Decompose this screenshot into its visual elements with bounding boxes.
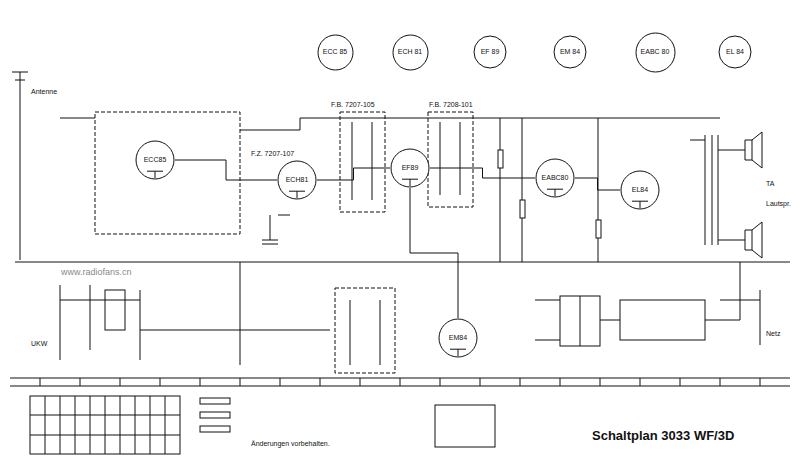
- wire: [60, 285, 140, 360]
- antenna-symbol: [12, 72, 28, 95]
- tube-envelope: [474, 36, 506, 68]
- tube-type: EF 89: [480, 48, 501, 56]
- tube-envelope: [636, 33, 675, 72]
- tube-electrode: [147, 171, 163, 178]
- tube-type: EL 84: [725, 48, 745, 56]
- tube-envelope: [393, 35, 428, 70]
- switch-key: [200, 426, 230, 432]
- tube-envelope: [391, 149, 429, 187]
- wire: [690, 140, 745, 240]
- tube-envelope: [278, 161, 316, 199]
- wire: [720, 290, 760, 345]
- wire: [20, 95, 21, 260]
- tube-electrode: [402, 179, 418, 186]
- if-transformer: [428, 112, 473, 207]
- switch-key: [200, 398, 230, 404]
- annotation: Netz: [765, 330, 781, 338]
- switch-grid-lines: [30, 396, 180, 454]
- if-transformer: [335, 288, 395, 373]
- coil: [350, 300, 380, 365]
- tube-pinout: ECC 85: [317, 34, 354, 71]
- power-transformer: [560, 296, 600, 346]
- resistor-symbol: [596, 220, 601, 238]
- strip-ticks: [40, 378, 760, 386]
- switch-grid: [30, 396, 180, 454]
- switch-key: [200, 412, 230, 418]
- coil-set: [105, 290, 125, 330]
- output-transformer: [705, 135, 718, 245]
- ground-rail: [15, 262, 790, 263]
- annotation: Lautspr.: [765, 200, 792, 208]
- coil: [352, 122, 460, 200]
- speaker-symbol: [745, 222, 762, 258]
- tube-symbol: EL84: [620, 170, 660, 210]
- wire: [60, 118, 300, 130]
- signal-wire: [175, 160, 277, 180]
- signal-wire: [430, 168, 535, 178]
- speaker-symbol: [745, 132, 762, 168]
- tube-envelope: [554, 36, 586, 68]
- tube-envelope: [621, 171, 659, 209]
- tube-pinout: EABC 80: [635, 32, 676, 73]
- wire: [535, 262, 740, 340]
- tube-pinout: ECH 81: [392, 34, 429, 71]
- tube-pinout: EM 84: [553, 35, 587, 69]
- watermark: www.radiofans.cn: [60, 268, 133, 278]
- tube-envelope: [719, 36, 751, 68]
- resistor-symbol: [520, 200, 525, 218]
- tube-envelope: [536, 159, 574, 197]
- tube-type: ECC85: [143, 156, 168, 164]
- tube-symbol: EF89: [390, 148, 430, 188]
- tube-type: EABC80: [541, 174, 570, 182]
- tube-symbol: ECC85: [135, 140, 175, 180]
- tube-symbol: EM84: [438, 318, 478, 358]
- transformer-core: [580, 296, 581, 346]
- tube-type: ECH81: [285, 176, 310, 184]
- b-plus-rail: [300, 118, 720, 119]
- tube-symbol: EABC80: [535, 158, 575, 198]
- annotation: F.B. 7207-105: [330, 101, 376, 109]
- tube-electrode: [547, 189, 563, 196]
- resistor-symbol: [498, 150, 503, 168]
- tube-type: EM 84: [559, 48, 581, 56]
- tube-type: EL84: [631, 186, 649, 194]
- capacitor-symbol: [262, 215, 290, 244]
- annotation: F.B. 7208-101: [428, 101, 474, 109]
- tuner-housing: [95, 112, 240, 234]
- annotation: TA: [765, 180, 775, 188]
- wire: [140, 262, 330, 365]
- diagram-title: Schaltplan 3033 WF/3D: [590, 428, 736, 443]
- wires: [10, 72, 790, 454]
- tube-electrode: [632, 201, 648, 208]
- tube-type: EM84: [448, 334, 468, 342]
- contact-strip: [10, 378, 790, 386]
- tube-electrode: [450, 349, 466, 356]
- annotation: UKW: [30, 340, 48, 348]
- tube-type: EABC 80: [640, 48, 671, 56]
- tube-type: ECC 85: [322, 48, 349, 56]
- tube-envelope: [318, 35, 353, 70]
- tube-electrode: [289, 191, 305, 198]
- tube-pinout: EL 84: [718, 35, 752, 69]
- socket-drawing: [435, 405, 495, 447]
- tube-symbol: ECH81: [277, 160, 317, 200]
- tube-type: ECH 81: [397, 48, 424, 56]
- if-transformer: [340, 112, 385, 212]
- wire: [500, 118, 598, 262]
- signal-wire: [575, 178, 620, 190]
- tube-type: EF89: [401, 164, 420, 172]
- annotation: Antenne: [30, 88, 58, 96]
- tube-envelope: [439, 319, 477, 357]
- annotation: F.Z. 7207-107: [250, 150, 295, 158]
- tube-envelope: [136, 141, 174, 179]
- signal-wire: [317, 168, 390, 180]
- signal-wire: [410, 188, 458, 318]
- tube-pinout: EF 89: [473, 35, 507, 69]
- annotation: Änderungen vorbehalten.: [250, 440, 331, 448]
- rectifier-block: [620, 300, 705, 340]
